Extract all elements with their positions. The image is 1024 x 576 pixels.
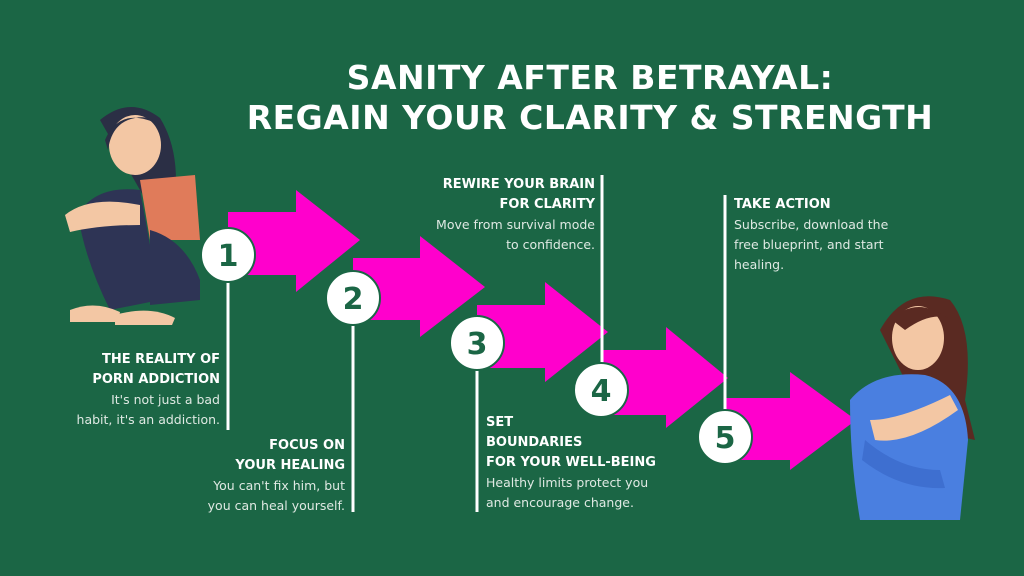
arrows xyxy=(228,190,856,470)
sad-woman-illustration xyxy=(65,106,200,325)
step-5-text: TAKE ACTION Subscribe, download the free… xyxy=(734,197,889,272)
arrow-5 xyxy=(725,372,856,470)
step-1-text: THE REALITY OF PORN ADDICTION It's not j… xyxy=(76,352,220,427)
step-2-text: FOCUS ON YOUR HEALING You can't fix him,… xyxy=(207,438,345,513)
connector-lines xyxy=(226,175,727,512)
arrow-3 xyxy=(477,282,608,382)
step-number-3: 3 xyxy=(467,327,488,362)
step-number-5: 5 xyxy=(715,421,736,456)
step-number-4: 4 xyxy=(591,374,612,409)
step-number-1: 1 xyxy=(218,239,239,274)
step-circles: 1 2 3 4 5 xyxy=(200,227,753,465)
calm-woman-illustration xyxy=(850,296,975,520)
step-number-2: 2 xyxy=(343,282,364,317)
arrow-1 xyxy=(228,190,360,292)
page-title: SANITY AFTER BETRAYAL: REGAIN YOUR CLARI… xyxy=(246,58,934,137)
step-4-text: REWIRE YOUR BRAIN FOR CLARITY Move from … xyxy=(436,177,595,252)
step-3-text: SET BOUNDARIES FOR YOUR WELL-BEING Healt… xyxy=(486,415,656,510)
arrow-4 xyxy=(601,327,728,428)
arrow-2 xyxy=(353,236,485,337)
